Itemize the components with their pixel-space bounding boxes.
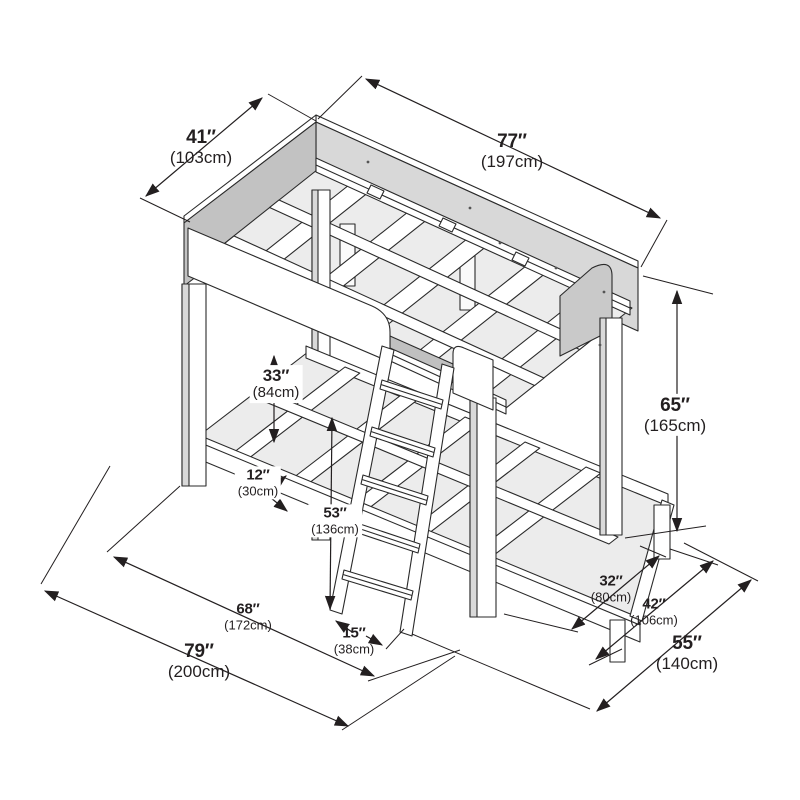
dimension-cm: (140cm) bbox=[655, 654, 719, 674]
dimension-inches: 33″ bbox=[262, 366, 290, 386]
upper-end-panel bbox=[559, 263, 613, 357]
dimension-label-overall-width: 55″ (140cm) bbox=[656, 633, 718, 673]
dimension-inches: 12″ bbox=[246, 466, 270, 484]
dimension-inches: 65″ bbox=[660, 394, 690, 416]
dimension-cm: (200cm) bbox=[167, 662, 231, 682]
dimension-cm: (38cm) bbox=[333, 641, 375, 657]
dimension-label-end-offset: 32″ (80cm) bbox=[591, 573, 631, 604]
dim-line-top-width bbox=[145, 97, 263, 197]
dimension-cm: (172cm) bbox=[224, 617, 272, 633]
front-right-leg bbox=[469, 397, 497, 618]
dimension-cm: (103cm) bbox=[169, 148, 233, 168]
dimension-cm: (30cm) bbox=[237, 483, 279, 499]
dimension-cm: (165cm) bbox=[643, 416, 707, 436]
dimension-label-upper-bunk-height: 53″ (136cm) bbox=[308, 504, 362, 538]
dimension-label-lower-bed-length: 68″ (172cm) bbox=[224, 601, 272, 632]
front-left-leg bbox=[181, 283, 207, 487]
deck-stringer bbox=[269, 199, 590, 351]
dimension-inches: 42″ bbox=[642, 595, 666, 613]
dimension-cm: (106cm) bbox=[630, 612, 678, 628]
dimension-label-top-length: 77″ (197cm) bbox=[481, 131, 543, 171]
rear-right-leg bbox=[599, 317, 623, 536]
lower-guard-panel bbox=[452, 345, 494, 411]
dimension-inches: 79″ bbox=[184, 640, 214, 662]
dimension-cm: (197cm) bbox=[480, 152, 544, 172]
dimension-label-rail-height: 12″ (30cm) bbox=[234, 466, 282, 500]
dim-line-rail-height bbox=[270, 497, 288, 512]
dimension-label-overall-height: 65″ (165cm) bbox=[640, 393, 710, 437]
dimension-inches: 41″ bbox=[186, 126, 216, 148]
dimension-cm: (136cm) bbox=[311, 521, 359, 537]
dimension-label-overall-length: 79″ (200cm) bbox=[168, 641, 230, 681]
dimension-label-ladder-offset: 15″ (38cm) bbox=[334, 625, 374, 656]
dim-line-top-length bbox=[364, 78, 662, 219]
dim-line-ladder-offset bbox=[335, 620, 353, 633]
dim-line-overall-length bbox=[43, 590, 350, 727]
dimension-label-lower-bed-width: 42″ (106cm) bbox=[630, 596, 678, 627]
dimension-label-bunk-clearance: 33″ (84cm) bbox=[249, 365, 303, 403]
lower-end-rear-leg bbox=[653, 504, 671, 560]
dim-line-ladder-offset bbox=[365, 633, 384, 646]
dimension-inches: 15″ bbox=[342, 624, 366, 642]
dim-line-overall-width bbox=[596, 579, 752, 712]
dimension-label-top-width: 41″ (103cm) bbox=[170, 127, 232, 167]
dimension-inches: 53″ bbox=[323, 504, 347, 522]
dimension-inches: 32″ bbox=[599, 572, 623, 590]
dimension-inches: 68″ bbox=[236, 600, 260, 618]
dimension-inches: 55″ bbox=[672, 632, 702, 654]
dimension-inches: 77″ bbox=[497, 130, 527, 152]
dimension-cm: (84cm) bbox=[252, 384, 300, 402]
dimension-cm: (80cm) bbox=[590, 589, 632, 605]
